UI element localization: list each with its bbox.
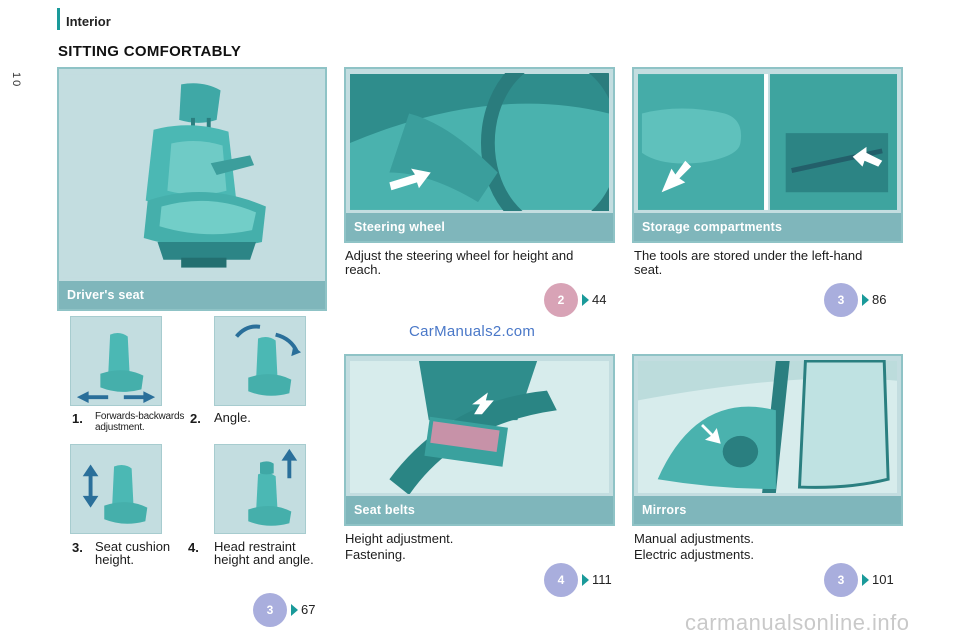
page-ref-number: 101 xyxy=(872,572,894,587)
storage-description: The tools are stored under the left-hand… xyxy=(634,248,863,277)
watermark-text: CarManuals2.com xyxy=(409,323,536,340)
steering-wheel-illustration xyxy=(350,73,609,211)
mirrors-page-ref[interactable]: 3 101 xyxy=(824,563,914,597)
steering-wheel-caption: Steering wheel xyxy=(346,213,613,241)
item-2-number: 2. xyxy=(190,411,201,426)
item-1-number: 1. xyxy=(72,411,83,426)
chapter-badge: 2 xyxy=(544,283,578,317)
page-ref-number: 44 xyxy=(592,292,607,307)
steering-wheel-page-ref[interactable]: 2 44 xyxy=(544,283,624,317)
seat-belts-panel: Seat belts xyxy=(344,354,615,526)
chapter-badge: 3 xyxy=(824,563,858,597)
steering-wheel-description: Adjust the steering wheel for height and… xyxy=(345,248,574,277)
drivers-seat-caption: Driver's seat xyxy=(59,281,325,309)
page-ref-number: 111 xyxy=(592,572,612,587)
chapter-badge: 3 xyxy=(253,593,287,627)
chapter-badge: 3 xyxy=(824,283,858,317)
seat-angle-thumbnail xyxy=(214,316,306,406)
item-3-number: 3. xyxy=(72,540,83,555)
item-1-text: Forwards-backwards adjustment. xyxy=(95,411,185,433)
section-label: Interior xyxy=(66,14,111,29)
storage-compartments-panel: Storage compartments xyxy=(632,67,903,243)
page-ref-number: 86 xyxy=(872,292,887,307)
chapter-badge: 4 xyxy=(544,563,578,597)
mirrors-panel: Mirrors xyxy=(632,354,903,526)
seat-belts-line-2: Fastening. xyxy=(345,547,406,562)
storage-caption: Storage compartments xyxy=(634,213,901,241)
header-accent-bar xyxy=(57,8,60,30)
item-4-text: Head restraint height and angle. xyxy=(214,539,314,567)
mirrors-illustration xyxy=(638,360,897,494)
head-restraint-thumbnail xyxy=(214,444,306,534)
drivers-seat-panel: Driver's seat xyxy=(57,67,327,311)
drivers-seat-illustration xyxy=(63,73,321,279)
arrow-right-icon xyxy=(862,294,869,306)
page-number: 10 xyxy=(10,72,22,89)
seat-belts-line-1: Height adjustment. xyxy=(345,531,454,546)
storage-illustration xyxy=(638,73,897,211)
arrow-right-icon xyxy=(582,294,589,306)
page-title: SITTING COMFORTABLY xyxy=(58,43,242,60)
arrow-right-icon xyxy=(291,604,298,616)
storage-page-ref[interactable]: 3 86 xyxy=(824,283,904,317)
steering-wheel-panel: Steering wheel xyxy=(344,67,615,243)
item-2-text: Angle. xyxy=(214,410,251,425)
page-ref-number: 67 xyxy=(301,602,316,617)
seat-belts-caption: Seat belts xyxy=(346,496,613,524)
seat-forward-back-thumbnail xyxy=(70,316,162,406)
mirrors-line-1: Manual adjustments. xyxy=(634,531,754,546)
seat-belts-illustration xyxy=(350,360,609,494)
item-3-text: Seat cushion height. xyxy=(95,539,171,567)
arrow-right-icon xyxy=(582,574,589,586)
item-4-number: 4. xyxy=(188,540,199,555)
mirrors-caption: Mirrors xyxy=(634,496,901,524)
arrow-right-icon xyxy=(862,574,869,586)
seat-cushion-height-thumbnail xyxy=(70,444,162,534)
seat-belts-page-ref[interactable]: 4 111 xyxy=(544,563,634,597)
drivers-seat-page-ref[interactable]: 3 67 xyxy=(253,593,333,627)
footer-watermark: carmanualsonline.info xyxy=(685,610,910,635)
mirrors-line-2: Electric adjustments. xyxy=(634,547,754,562)
